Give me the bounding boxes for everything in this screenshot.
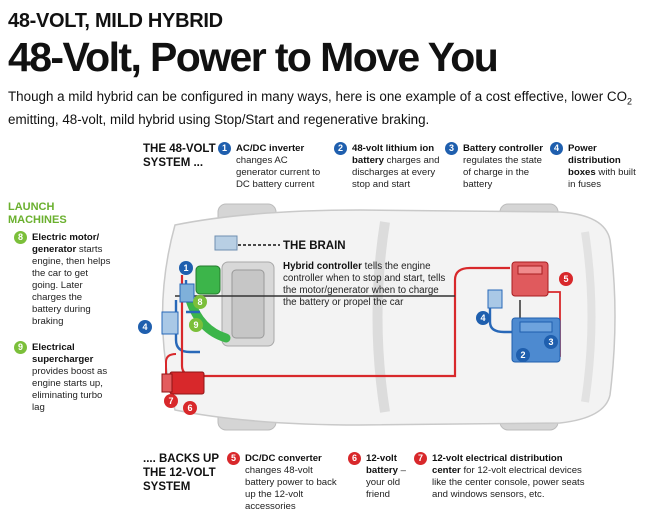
callout-6-number: 6 bbox=[348, 452, 361, 465]
system12-heading: .... BACKS UP THE 12-VOLT SYSTEM bbox=[143, 452, 219, 494]
distribution-box-rear bbox=[487, 289, 503, 309]
callout-9-number: 9 bbox=[14, 341, 27, 354]
marker-9-label: 9 bbox=[193, 320, 198, 330]
marker-2: 2 bbox=[516, 348, 530, 362]
battery-top bbox=[519, 321, 553, 333]
supercharger-duct bbox=[185, 295, 231, 343]
system12-heading-line1: .... BACKS UP bbox=[143, 453, 220, 465]
callout-2-text: charges and discharges at every stop and… bbox=[352, 155, 440, 190]
hybrid-controller-box bbox=[214, 235, 238, 251]
callout-5-text: changes 48-volt battery power to back up… bbox=[245, 465, 337, 512]
marker-4-rear-label: 4 bbox=[480, 313, 485, 323]
brain-text: tells the engine controller when to stop… bbox=[283, 261, 446, 308]
callout-8-number: 8 bbox=[14, 231, 27, 244]
intro-paragraph: Though a mild hybrid can be configured i… bbox=[8, 88, 658, 128]
marker-4-front-label: 4 bbox=[142, 322, 147, 332]
motor-generator bbox=[195, 265, 221, 295]
callout-1-title: AC/DC inverter bbox=[236, 143, 305, 154]
marker-7: 7 bbox=[164, 394, 178, 408]
callout-2-title: 48-volt lithium ion battery bbox=[352, 143, 435, 166]
windshield bbox=[372, 221, 390, 413]
engine-head bbox=[231, 269, 265, 339]
system48-heading-line1: THE 48-VOLT bbox=[143, 143, 216, 155]
intro-subscript: 2 bbox=[627, 96, 633, 107]
callout-motor-generator: 8 Electric motor/ generator starts engin… bbox=[14, 231, 114, 328]
marker-6: 6 bbox=[183, 401, 197, 415]
page-title: 48-Volt, Power to Move You bbox=[8, 34, 499, 80]
dcdc-fins bbox=[517, 265, 543, 275]
marker-1-label: 1 bbox=[183, 263, 188, 273]
callout-distribution-boxes: 4 Power distribution boxes with built in… bbox=[550, 142, 642, 191]
marker-2-label: 2 bbox=[520, 350, 525, 360]
marker-7-label: 7 bbox=[168, 396, 173, 406]
callout-7-title: 12-volt electrical distribution center bbox=[432, 453, 563, 476]
marker-8: 8 bbox=[193, 295, 207, 309]
callout-1-text: changes AC generator current to DC batte… bbox=[236, 155, 321, 190]
callout-6-title: 12-volt battery bbox=[366, 453, 398, 476]
inverter-box bbox=[179, 283, 195, 303]
marker-5-label: 5 bbox=[563, 274, 568, 284]
system12-heading-line3: SYSTEM bbox=[143, 481, 191, 493]
wire-red-main bbox=[180, 266, 510, 378]
launch-heading-line1: LAUNCH bbox=[8, 201, 55, 213]
callout-3-number: 3 bbox=[445, 142, 458, 155]
brain-title: Hybrid controller bbox=[283, 261, 362, 272]
kicker-title: 48-VOLT, MILD HYBRID bbox=[8, 10, 223, 32]
marker-8-label: 8 bbox=[197, 297, 202, 307]
wire-red-front bbox=[165, 353, 177, 386]
callout-lithium-battery: 2 48-volt lithium ion battery charges an… bbox=[334, 142, 442, 191]
wire-blue-rear bbox=[488, 292, 512, 334]
callout-8-text: starts engine, then helps the car to get… bbox=[32, 244, 111, 327]
callout-4-number: 4 bbox=[550, 142, 563, 155]
intro-text-a: Though a mild hybrid can be configured i… bbox=[8, 89, 628, 104]
callout-12v-distribution: 7 12-volt electrical distribution center… bbox=[414, 452, 594, 501]
system48-heading: THE 48-VOLT SYSTEM ... bbox=[143, 142, 216, 170]
system12-heading-line2: THE 12-VOLT bbox=[143, 467, 216, 479]
callout-4-text: with built in fuses bbox=[568, 167, 636, 190]
distribution-center-12v bbox=[161, 373, 173, 393]
launch-heading-line2: MACHINES bbox=[8, 214, 67, 226]
launch-heading: LAUNCH MACHINES bbox=[8, 201, 67, 227]
intro-text-b: emitting, 48-volt, mild hybrid using Sto… bbox=[8, 111, 430, 127]
marker-3-label: 3 bbox=[548, 337, 553, 347]
callout-7-text: for 12-volt electrical devices like the … bbox=[432, 465, 585, 500]
marker-1: 1 bbox=[179, 261, 193, 275]
distribution-box-front bbox=[161, 311, 179, 335]
marker-3: 3 bbox=[544, 335, 558, 349]
callout-6-text: – your old friend bbox=[366, 465, 407, 500]
callout-12v-battery: 6 12-volt battery – your old friend bbox=[348, 452, 408, 501]
marker-5: 5 bbox=[559, 272, 573, 286]
brain-description: Hybrid controller tells the engine contr… bbox=[283, 261, 455, 309]
marker-6-label: 6 bbox=[187, 403, 192, 413]
callout-5-title: DC/DC converter bbox=[245, 453, 322, 464]
callout-7-number: 7 bbox=[414, 452, 427, 465]
callout-4-title: Power distribution boxes bbox=[568, 143, 621, 178]
system48-heading-line2: SYSTEM ... bbox=[143, 157, 204, 169]
marker-4-rear: 4 bbox=[476, 311, 490, 325]
callout-1-number: 1 bbox=[218, 142, 231, 155]
rear-window bbox=[581, 231, 596, 403]
callout-supercharger: 9 Electrical supercharger provides boost… bbox=[14, 341, 110, 414]
marker-9: 9 bbox=[189, 318, 203, 332]
callout-9-title: Electrical supercharger bbox=[32, 342, 94, 365]
callout-2-number: 2 bbox=[334, 142, 347, 155]
callout-8-title: Electric motor/ generator bbox=[32, 232, 100, 255]
marker-4-front: 4 bbox=[138, 320, 152, 334]
callout-3-text: regulates the state of charge in the bat… bbox=[463, 155, 542, 190]
battery-12v bbox=[169, 371, 205, 395]
callout-5-number: 5 bbox=[227, 452, 240, 465]
brain-label: THE BRAIN bbox=[283, 240, 346, 252]
callout-3-title: Battery controller bbox=[463, 143, 543, 154]
callout-9-text: provides boost as engine starts up, elim… bbox=[32, 366, 108, 413]
